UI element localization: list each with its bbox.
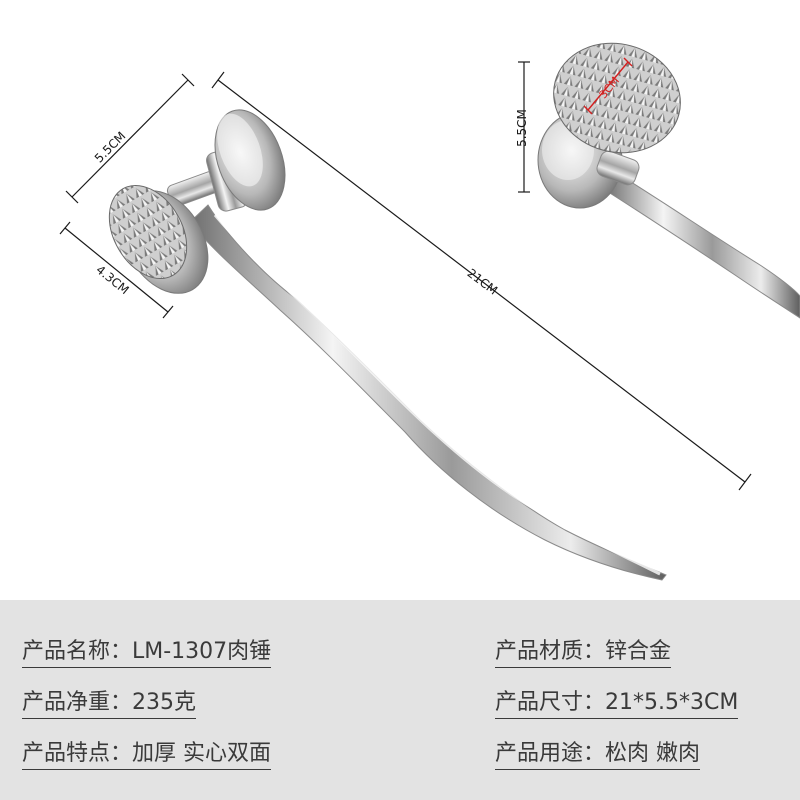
dimension-label-length: 21CM	[465, 266, 501, 298]
detail-spiked-face	[553, 42, 681, 154]
meat-hammer-image	[108, 109, 667, 581]
spiked-face-head	[108, 184, 188, 280]
spec-material: 产品材质：锌合金	[495, 638, 672, 668]
dimension-label-detail-height: 5.5CM	[515, 109, 529, 147]
dimension-label-spike-face: 4.3CM	[93, 263, 131, 298]
dimension-lines	[59, 71, 752, 491]
spec-product-name: 产品名称：LM-1307肉锤	[22, 638, 272, 668]
hammer-handle	[189, 204, 667, 581]
spec-usage: 产品用途：松肉 嫩肉	[495, 740, 700, 770]
spec-net-weight: 产品净重：235克	[22, 689, 196, 719]
detail-closeup-image: 3CM	[537, 42, 800, 319]
dimension-label-head: 5.5CM	[92, 129, 129, 166]
spec-size: 产品尺寸：21*5.5*3CM	[495, 689, 739, 719]
spec-panel: 产品名称：LM-1307肉锤 产品材质：锌合金 产品净重：235克 产品尺寸：2…	[0, 600, 800, 800]
product-figure: 5.5CM 4.3CM 21CM 3CM 5.5CM	[59, 42, 800, 581]
spec-features: 产品特点：加厚 实心双面	[22, 740, 271, 770]
